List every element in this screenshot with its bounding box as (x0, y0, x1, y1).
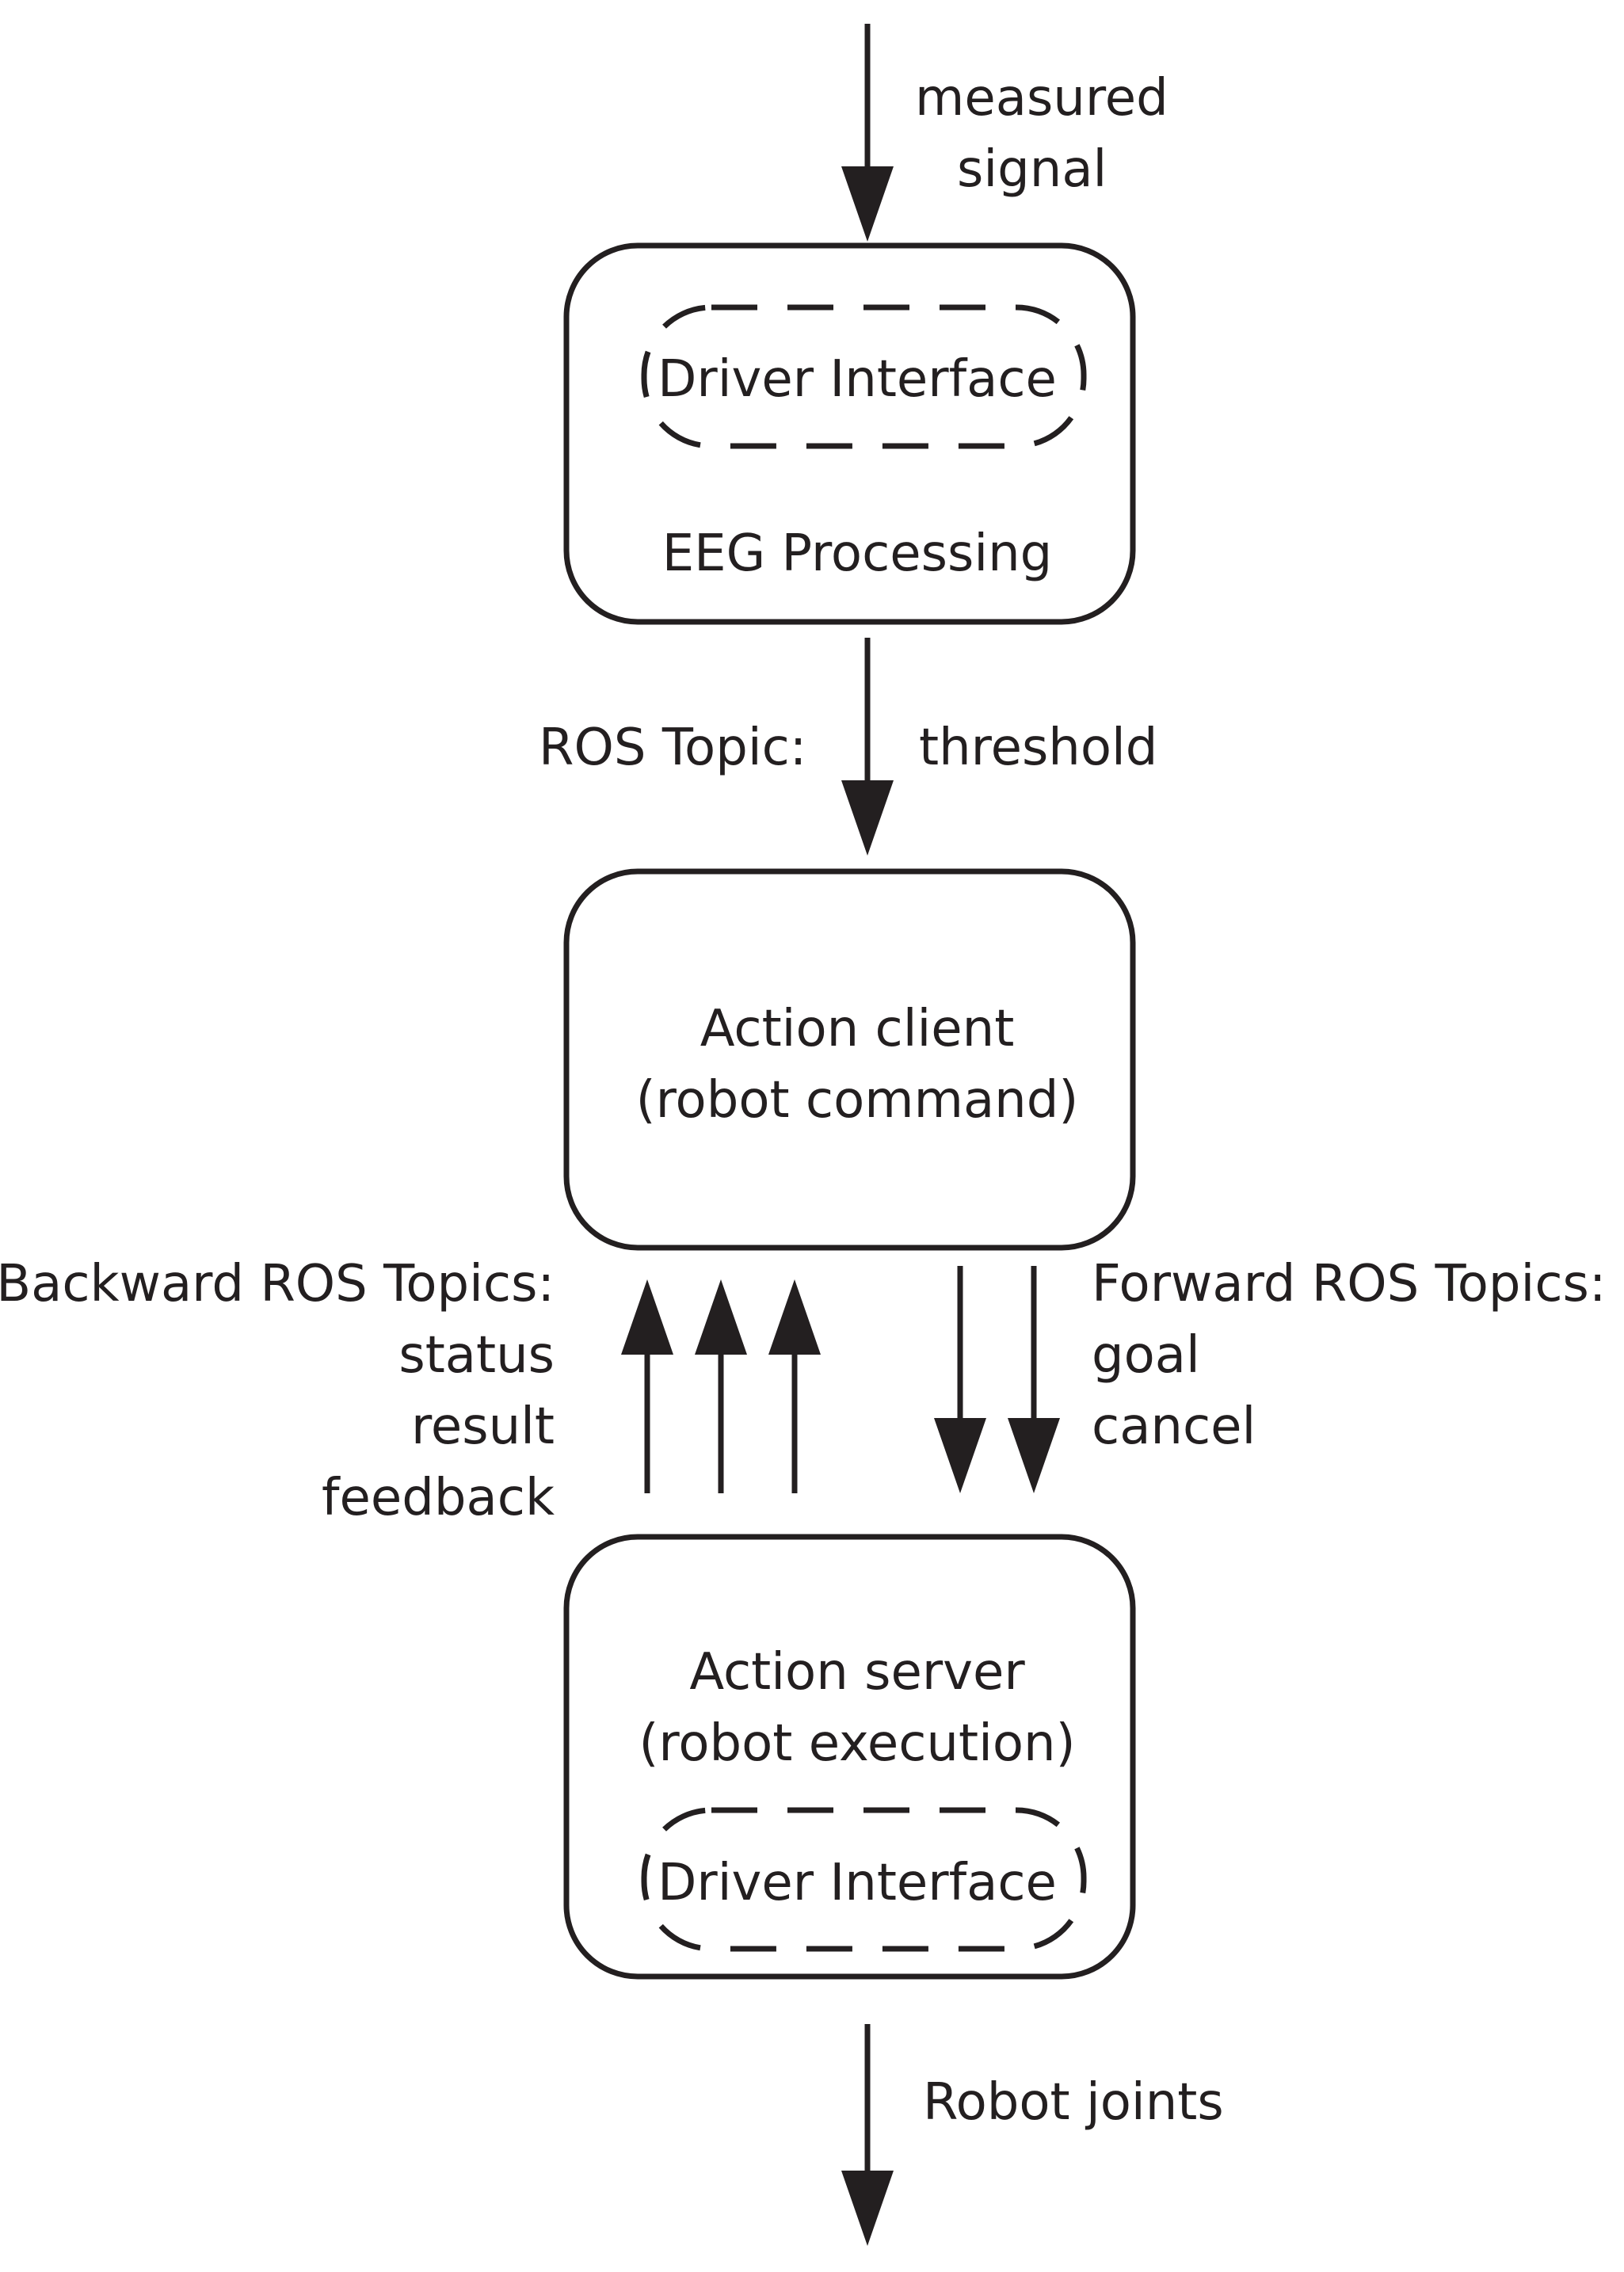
eeg-driver-interface-label: Driver Interface (658, 350, 1057, 409)
action-server-box (563, 1534, 1136, 1980)
backward-topics-title: Backward ROS Topics: (0, 1255, 555, 1313)
action-server-label-line2: (robot execution) (639, 1714, 1075, 1773)
measured-signal-label-line1: measured (915, 69, 1168, 128)
ros-topic-label: ROS Topic: (539, 719, 806, 777)
eeg-processing-label: EEG Processing (662, 524, 1053, 583)
server-driver-interface-dashed (641, 1807, 1087, 1952)
eeg-driver-interface-dashed (641, 304, 1087, 449)
action-client-box (563, 868, 1136, 1251)
action-server-label-line1: Action server (689, 1643, 1025, 1702)
backward-topic-status: status (398, 1326, 555, 1385)
forward-topic-goal: goal (1092, 1326, 1200, 1385)
forward-topic-cancel: cancel (1092, 1397, 1256, 1456)
action-client-label-line1: Action client (700, 1000, 1015, 1058)
measured-signal-label-line2: signal (957, 140, 1107, 199)
backward-topic-arrows (621, 1279, 821, 1493)
threshold-topic-arrow (841, 638, 894, 856)
forward-topic-arrows (934, 1266, 1060, 1493)
backward-topic-feedback: feedback (322, 1469, 555, 1527)
measured-signal-arrow (841, 24, 894, 242)
server-driver-interface-label: Driver Interface (658, 1854, 1057, 1912)
action-client-label-line2: (robot command) (636, 1071, 1079, 1130)
eeg-processing-box (563, 242, 1136, 625)
robot-joints-label: Robot joints (923, 2073, 1224, 2132)
backward-topic-result: result (411, 1397, 555, 1456)
forward-topics-title: Forward ROS Topics: (1092, 1255, 1606, 1313)
robot-joints-arrow (841, 2024, 894, 2246)
threshold-label: threshold (919, 719, 1157, 777)
